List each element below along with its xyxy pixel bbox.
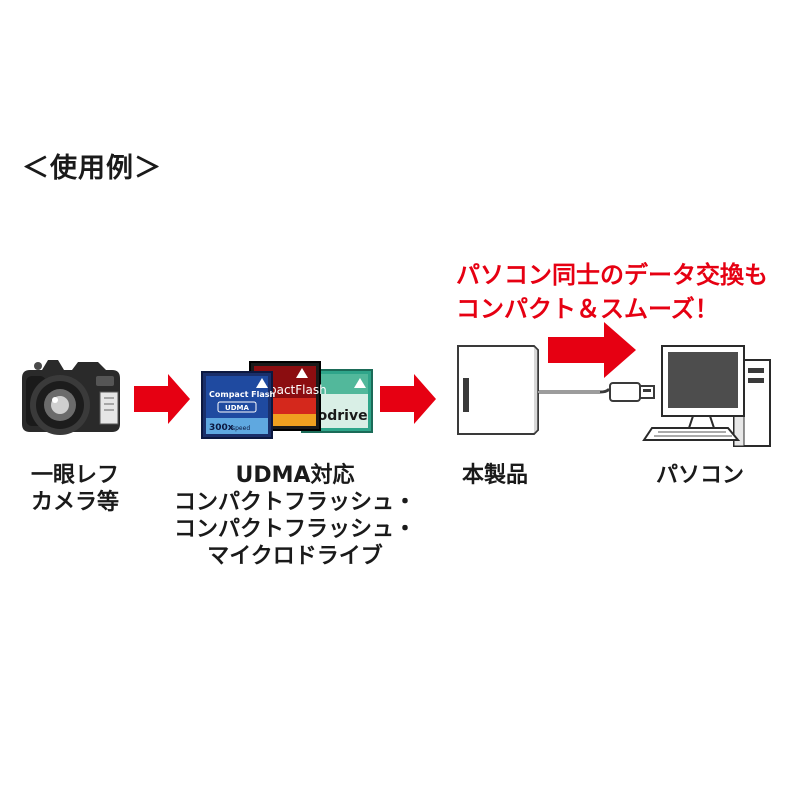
callout-line-1: パソコン同士のデータ交換も: [456, 261, 768, 289]
desktop-pc-icon: [642, 345, 771, 447]
cards-label-line-1: UDMA対応: [235, 463, 355, 488]
arrow-right-icon: [548, 322, 636, 378]
cf-card-udma: Compact Flash UDMA 300x speed: [201, 371, 276, 439]
camera-icon: [22, 360, 120, 435]
cards-label: UDMA対応 コンパクトフラッシュ・ コンパクトフラッシュ・ マイクロドライブ: [160, 462, 430, 570]
cf-udma-speed-unit: speed: [232, 425, 250, 432]
cf-red-brand: mpactFlash: [257, 383, 326, 397]
camera-label-line-1: 一眼レフ: [30, 463, 119, 488]
arrow-right-icon: [380, 374, 436, 424]
card-reader-icon: [457, 345, 539, 435]
usb-plug-icon: [609, 382, 655, 402]
product-label: 本製品: [440, 462, 550, 489]
arrow-right-icon: [134, 374, 190, 424]
memory-cards-icon: crodrive mpactFlash Compact Flash UDMA 3…: [201, 361, 373, 439]
cf-udma-speed-num: 300x: [209, 423, 234, 433]
callout-line-2: コンパクト＆スムーズ！: [456, 295, 719, 323]
product-label-line-1: 本製品: [461, 463, 528, 488]
callout-text: パソコン同士のデータ交換も コンパクト＆スムーズ！: [456, 258, 786, 326]
camera-label-line-2: カメラ等: [30, 490, 119, 515]
page-title: ＜使用例＞: [22, 153, 162, 184]
cards-label-line-4: マイクロドライブ: [207, 544, 383, 569]
pc-label-line-1: パソコン: [655, 463, 744, 488]
cf-udma-badge: UDMA: [225, 404, 249, 412]
camera-label: 一眼レフ カメラ等: [10, 462, 140, 516]
cards-label-line-2: コンパクトフラッシュ・: [173, 490, 416, 515]
usb-cable: [538, 388, 612, 394]
cf-udma-brand: Compact Flash: [209, 390, 276, 399]
cards-label-line-3: コンパクトフラッシュ・: [173, 517, 416, 542]
pc-label: パソコン: [630, 462, 770, 489]
